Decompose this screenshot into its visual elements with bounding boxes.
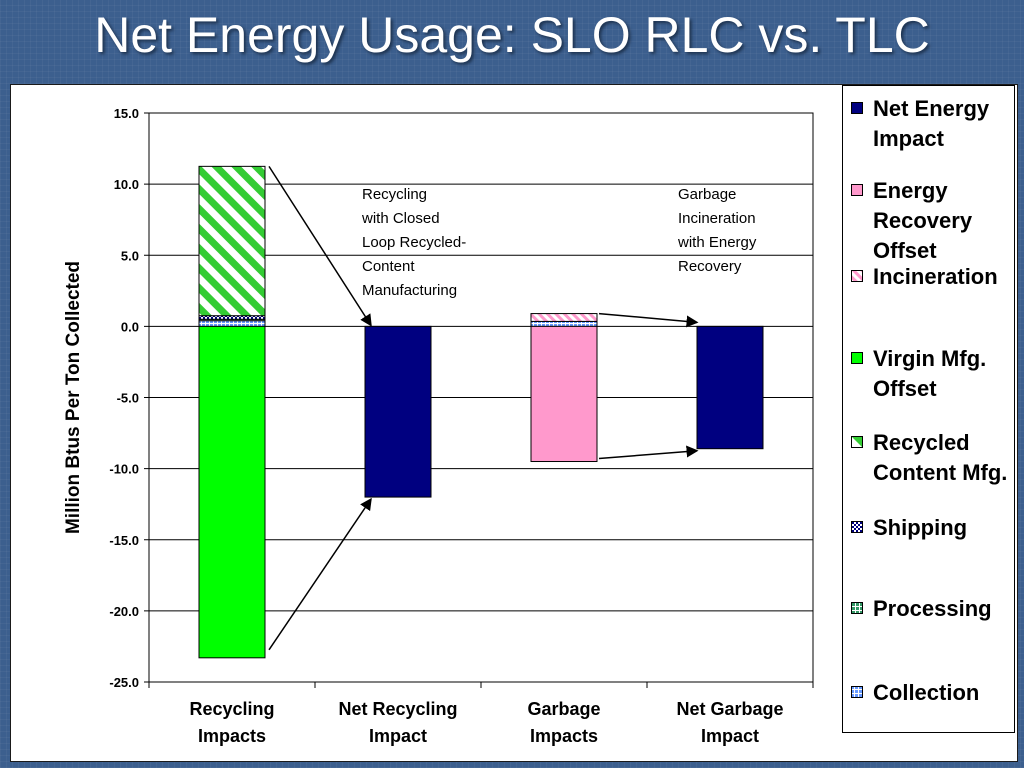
chart-frame: 15.0 10.0 5.0 0.0 -5.0 -10.0 -15.0 -20.0 -25.0 Mi… <box>10 84 1018 762</box>
y-tick-label: 10.0 <box>114 177 139 192</box>
legend-swatch <box>851 102 863 114</box>
x-tick-label: Garbage <box>527 699 600 719</box>
y-tick-label: -5.0 <box>117 391 139 406</box>
legend-swatch <box>851 436 863 448</box>
connector-arrow <box>268 497 372 651</box>
legend-label: Net Energy Impact <box>873 96 990 151</box>
connector-arrow <box>268 165 372 327</box>
legend-swatch <box>851 184 863 196</box>
chart-plot: 15.0 10.0 5.0 0.0 -5.0 -10.0 -15.0 -20.0 -25.0 Mi… <box>63 106 814 746</box>
legend-label: Virgin Mfg. Offset <box>873 346 987 401</box>
bar-segment <box>530 320 598 327</box>
y-tick-label: 15.0 <box>114 106 139 121</box>
legend-label: Incineration <box>873 264 998 289</box>
y-tick-label: -20.0 <box>109 604 139 619</box>
x-tick-label: Impacts <box>198 726 266 746</box>
legend-label: Processing <box>873 596 992 621</box>
annotation-garbage: Garbage Incineration with Energy Recover… <box>678 186 757 275</box>
y-axis-label: Million Btus Per Ton Collected <box>63 261 84 534</box>
legend-label: Shipping <box>873 515 968 540</box>
x-tick-label: Impact <box>701 726 759 746</box>
y-tick-label: -25.0 <box>109 675 139 690</box>
x-tick-label: Impacts <box>530 726 598 746</box>
bar-segment <box>198 315 266 320</box>
bar-segment <box>198 165 266 317</box>
y-tick-label: 5.0 <box>121 248 139 263</box>
legend-swatch <box>851 602 863 614</box>
connector-arrow <box>598 445 699 460</box>
y-tick-label: 0.0 <box>121 319 139 334</box>
bar-segment <box>198 320 266 327</box>
legend-swatch <box>851 270 863 282</box>
annotation-recycling: Recycling with Closed Loop Recycled- Con… <box>362 186 467 299</box>
bar-segment <box>198 325 266 659</box>
bar-segment <box>530 325 598 463</box>
legend-label: Collection <box>873 680 980 705</box>
y-tick-label: -10.0 <box>109 462 139 477</box>
legend-swatch <box>851 352 863 364</box>
slide-title: Net Energy Usage: SLO RLC vs. TLC <box>94 7 930 63</box>
legend-label: Recycled Content Mfg. <box>873 430 1008 485</box>
legend-swatch <box>851 686 863 698</box>
x-tick-label: Net Recycling <box>338 699 457 719</box>
bar-segment <box>364 325 432 498</box>
legend-swatch <box>851 521 863 533</box>
y-tick-label: -15.0 <box>109 533 139 548</box>
bar-segment <box>530 313 598 322</box>
bar-segment <box>696 325 764 450</box>
x-tick-label: Net Garbage <box>676 699 783 719</box>
connector-arrow <box>598 312 699 328</box>
x-tick-label: Impact <box>369 726 427 746</box>
x-tick-label: Recycling <box>189 699 274 719</box>
legend-label: Energy Recovery Offset <box>873 178 973 263</box>
